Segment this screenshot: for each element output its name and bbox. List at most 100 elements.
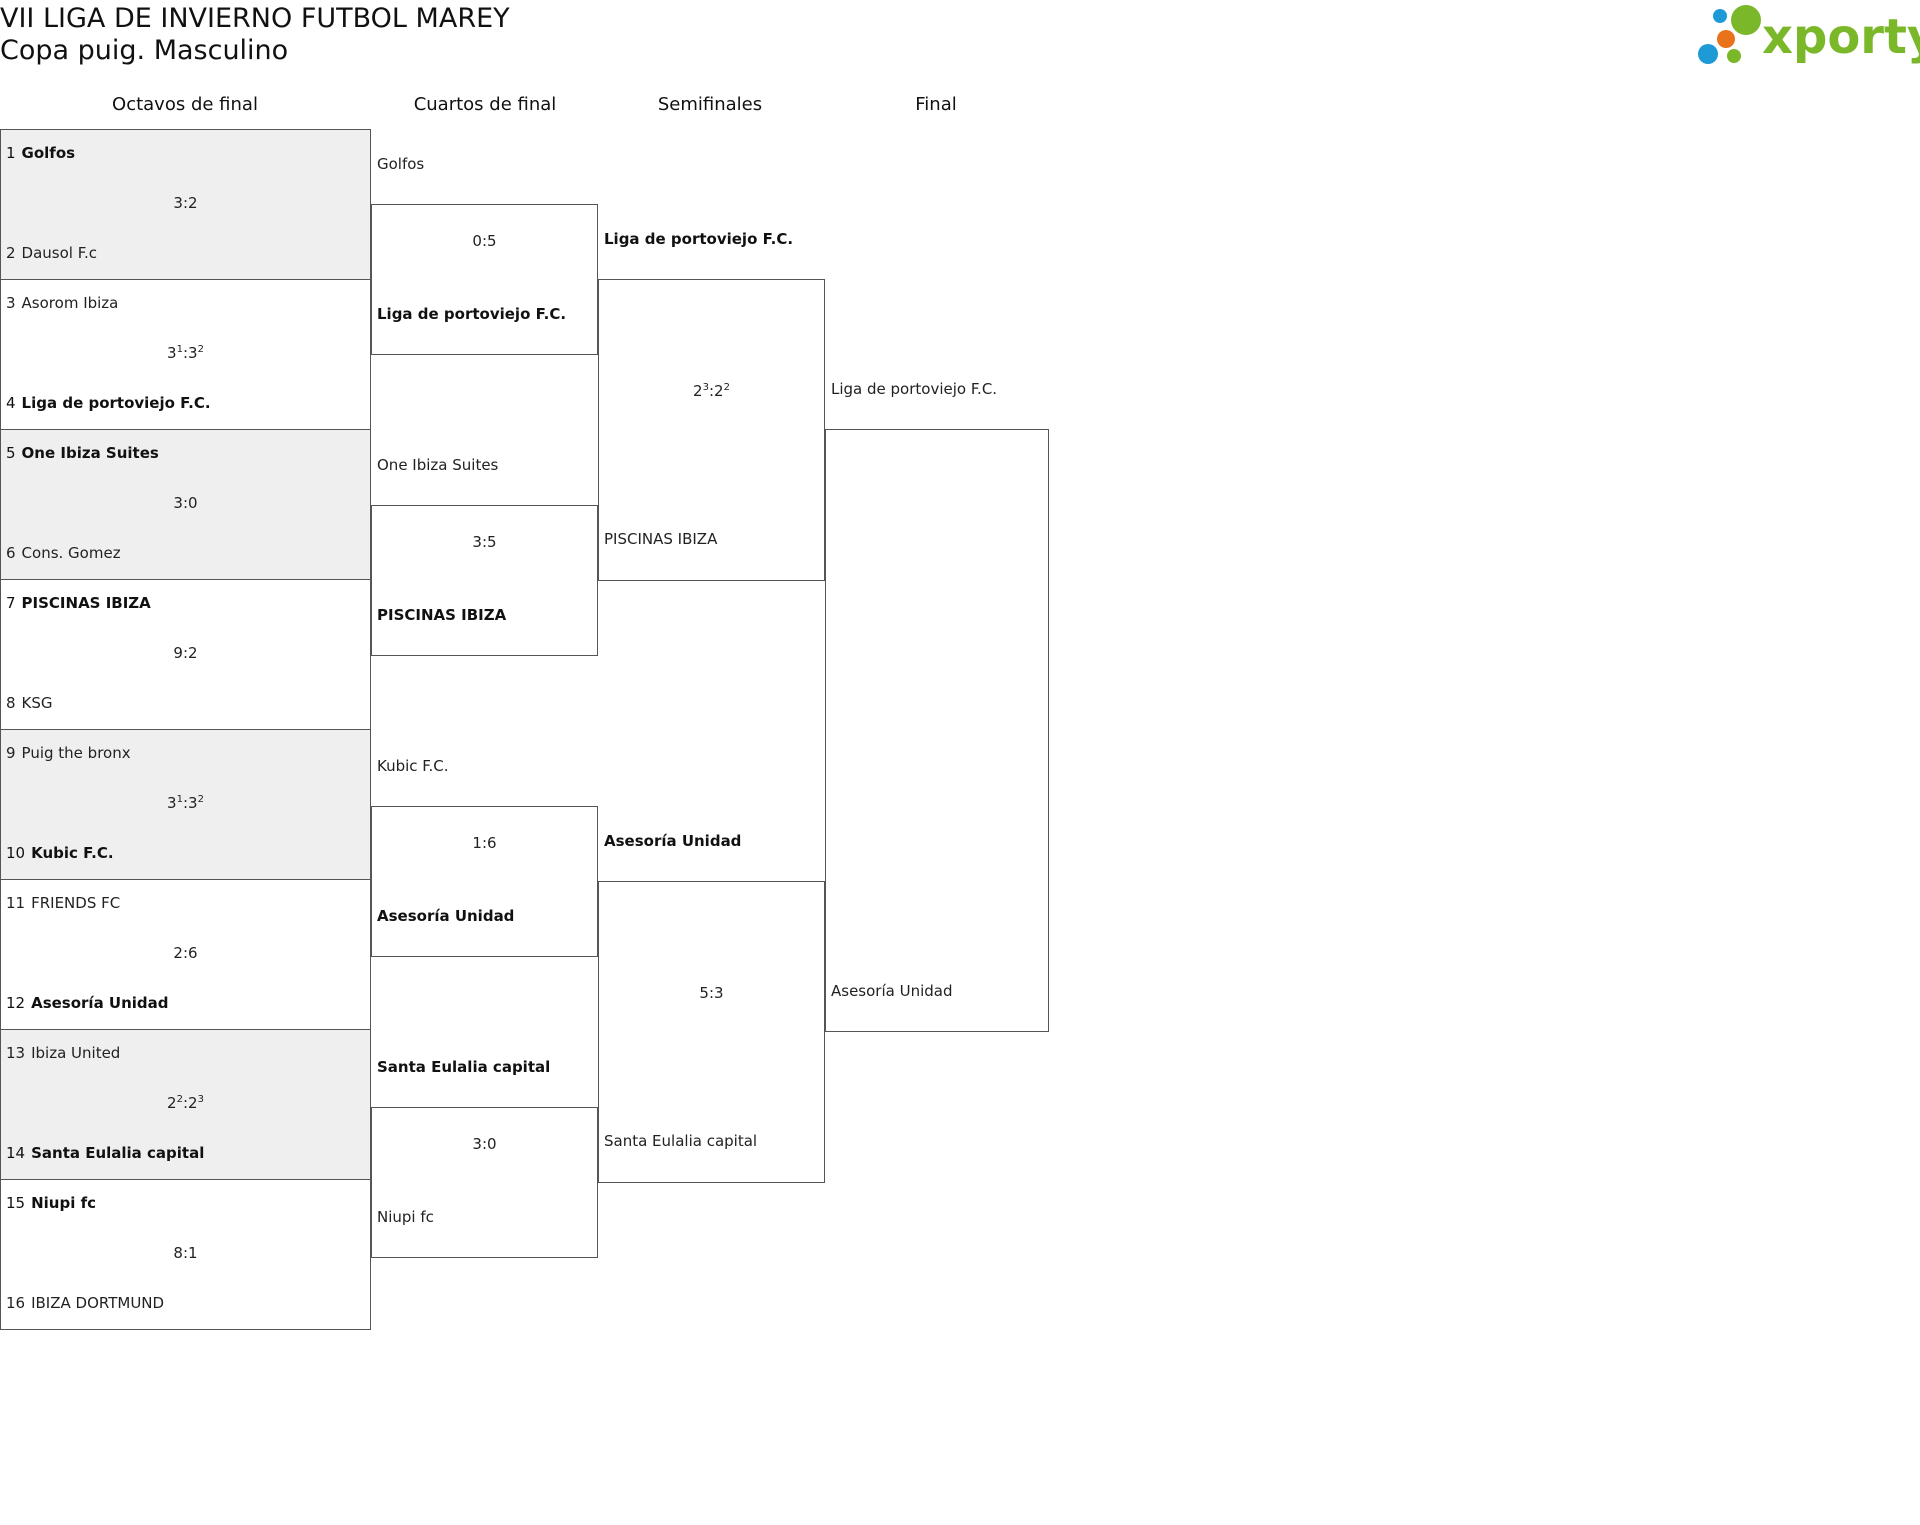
qf-team-top[interactable]: Kubic F.C. bbox=[377, 757, 449, 775]
r16-team-row[interactable]: 16 IBIZA DORTMUND bbox=[6, 1293, 164, 1313]
score-home: 2 bbox=[693, 382, 703, 400]
score-away: 5 bbox=[487, 533, 497, 551]
xporty-logo[interactable]: xporty bbox=[1696, 0, 1920, 72]
r16-team-row[interactable]: 15 Niupi fc bbox=[6, 1193, 96, 1213]
match-score: 31:32 bbox=[167, 794, 204, 812]
team-seed: 14 bbox=[6, 1144, 26, 1162]
team-name: KSG bbox=[21, 694, 53, 712]
round-header-semifinales: Semifinales bbox=[657, 94, 763, 115]
team-name: Dausol F.c bbox=[21, 244, 97, 262]
logo-dot-green-small bbox=[1727, 49, 1741, 63]
xporty-logo-mark: xporty bbox=[1698, 5, 1920, 65]
match-score: 22:23 bbox=[167, 1094, 204, 1112]
final-team-bottom[interactable]: Asesoría Unidad bbox=[831, 982, 953, 1000]
match-score: 0:5 bbox=[472, 232, 497, 250]
match-score: 8:1 bbox=[173, 1244, 198, 1262]
team-seed: 7 bbox=[6, 594, 16, 612]
team-name: Ibiza United bbox=[31, 1044, 121, 1062]
r16-team-row[interactable]: 8 KSG bbox=[6, 693, 53, 713]
sf-match-box bbox=[598, 881, 825, 1183]
team-name: One Ibiza Suites bbox=[21, 444, 159, 462]
score-home: 3 bbox=[167, 344, 177, 362]
r16-team-row[interactable]: 7 PISCINAS IBIZA bbox=[6, 593, 151, 613]
team-seed: 4 bbox=[6, 394, 16, 412]
match-score: 1:6 bbox=[472, 834, 497, 852]
match-score: 5:3 bbox=[699, 984, 724, 1002]
team-seed: 11 bbox=[6, 894, 26, 912]
qf-team-bottom[interactable]: Asesoría Unidad bbox=[377, 907, 515, 925]
team-name: Asorom Ibiza bbox=[21, 294, 119, 312]
score-away: 5 bbox=[487, 232, 497, 250]
qf-match-box bbox=[371, 806, 598, 957]
round-header-octavos: Octavos de final bbox=[112, 94, 258, 115]
r16-team-row[interactable]: 9 Puig the bronx bbox=[6, 743, 131, 763]
r16-team-row[interactable]: 4 Liga de portoviejo F.C. bbox=[6, 393, 211, 413]
match-score: 3:2 bbox=[173, 194, 198, 212]
team-name: IBIZA DORTMUND bbox=[31, 1294, 165, 1312]
logo-text: xporty bbox=[1762, 9, 1920, 65]
team-name: Liga de portoviejo F.C. bbox=[21, 394, 211, 412]
score-home: 2 bbox=[167, 1094, 177, 1112]
sf-match-box bbox=[598, 279, 825, 581]
score-home: 3 bbox=[472, 1135, 482, 1153]
team-name: Asesoría Unidad bbox=[31, 994, 169, 1012]
qf-match-box bbox=[371, 1107, 598, 1258]
r16-match-box bbox=[0, 579, 371, 730]
team-seed: 15 bbox=[6, 1194, 26, 1212]
sf-team-bottom[interactable]: PISCINAS IBIZA bbox=[604, 530, 718, 548]
team-seed: 1 bbox=[6, 144, 16, 162]
team-name: Niupi fc bbox=[31, 1194, 96, 1212]
final-match-box bbox=[825, 429, 1049, 1032]
sf-team-top[interactable]: Liga de portoviejo F.C. bbox=[604, 230, 794, 248]
r16-team-row[interactable]: 1 Golfos bbox=[6, 143, 75, 163]
qf-team-bottom[interactable]: PISCINAS IBIZA bbox=[377, 606, 507, 624]
team-seed: 9 bbox=[6, 744, 16, 762]
qf-team-bottom[interactable]: Liga de portoviejo F.C. bbox=[377, 305, 567, 323]
page-title: VII LIGA DE INVIERNO FUTBOL MAREY bbox=[0, 3, 510, 34]
round-header-cuartos: Cuartos de final bbox=[413, 94, 557, 115]
score-home: 1 bbox=[472, 834, 482, 852]
score-away-penalties: 2 bbox=[197, 794, 204, 805]
r16-match-box bbox=[0, 729, 371, 880]
qf-team-top[interactable]: One Ibiza Suites bbox=[377, 456, 499, 474]
score-away: 6 bbox=[487, 834, 497, 852]
qf-match-box bbox=[371, 505, 598, 656]
team-name: Golfos bbox=[21, 144, 76, 162]
score-away: 2 bbox=[714, 382, 724, 400]
final-team-top[interactable]: Liga de portoviejo F.C. bbox=[831, 380, 998, 398]
score-away: 3 bbox=[714, 984, 724, 1002]
qf-team-top[interactable]: Santa Eulalia capital bbox=[377, 1058, 551, 1076]
r16-match-box bbox=[0, 279, 371, 430]
sf-team-top[interactable]: Asesoría Unidad bbox=[604, 832, 742, 850]
score-home: 2 bbox=[173, 944, 183, 962]
team-name: Puig the bronx bbox=[21, 744, 131, 762]
team-seed: 8 bbox=[6, 694, 16, 712]
qf-team-top[interactable]: Golfos bbox=[377, 155, 425, 173]
score-home: 3 bbox=[173, 194, 183, 212]
match-score: 2:6 bbox=[173, 944, 198, 962]
team-seed: 16 bbox=[6, 1294, 26, 1312]
match-score: 9:2 bbox=[173, 644, 198, 662]
r16-match-box bbox=[0, 1179, 371, 1330]
r16-team-row[interactable]: 3 Asorom Ibiza bbox=[6, 293, 118, 313]
score-home: 5 bbox=[699, 984, 709, 1002]
team-name: PISCINAS IBIZA bbox=[21, 594, 151, 612]
r16-match-box bbox=[0, 129, 371, 280]
score-away: 3 bbox=[188, 794, 198, 812]
team-seed: 3 bbox=[6, 294, 16, 312]
r16-match-box bbox=[0, 429, 371, 580]
score-away-penalties: 2 bbox=[723, 382, 730, 393]
qf-team-bottom[interactable]: Niupi fc bbox=[377, 1208, 434, 1226]
match-score: 3:0 bbox=[173, 494, 198, 512]
sf-team-bottom[interactable]: Santa Eulalia capital bbox=[604, 1132, 758, 1150]
r16-match-box bbox=[0, 879, 371, 1030]
round-header-final: Final bbox=[915, 94, 957, 115]
